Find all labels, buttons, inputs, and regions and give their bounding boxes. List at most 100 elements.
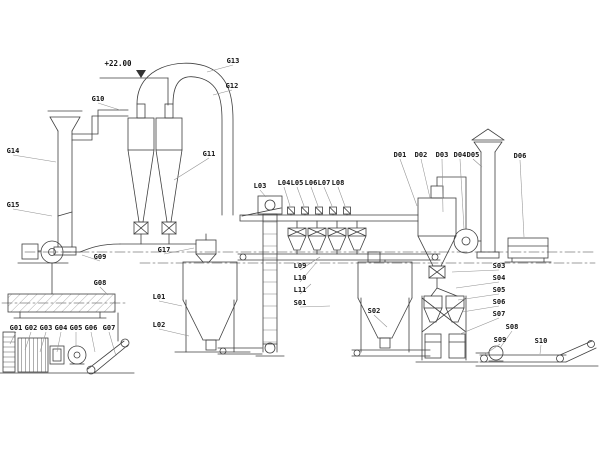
label-L03: L03 bbox=[254, 182, 267, 190]
elevator-head bbox=[257, 195, 283, 215]
support-frame bbox=[421, 295, 467, 361]
leader-D04 bbox=[459, 158, 465, 230]
classifier-row bbox=[237, 220, 441, 263]
label-L10: L10 bbox=[294, 274, 307, 282]
elevation-marker bbox=[99, 70, 169, 106]
leader-S10 bbox=[539, 344, 542, 355]
foundation-box bbox=[504, 237, 552, 263]
hopper-2-discharge-valve bbox=[379, 337, 391, 349]
leader-G13 bbox=[206, 64, 234, 73]
leader-G10 bbox=[97, 102, 121, 111]
label-S10: S10 bbox=[535, 337, 548, 345]
exhaust-stack-right bbox=[471, 128, 505, 259]
cyclone-a-cone bbox=[127, 149, 155, 223]
hopper-1-legs bbox=[185, 299, 235, 353]
weigh-bin-1 bbox=[423, 295, 443, 309]
leader-G08 bbox=[99, 286, 109, 296]
leader-L05 bbox=[296, 186, 305, 207]
label-G07: G07 bbox=[103, 324, 116, 332]
label-L11: L11 bbox=[294, 286, 307, 294]
furnace-area bbox=[0, 312, 135, 375]
hopper-1-screw-conveyor bbox=[217, 347, 263, 355]
label-G02: G02 bbox=[25, 324, 38, 332]
bagging-station bbox=[415, 265, 479, 363]
label-D02: D02 bbox=[415, 151, 428, 159]
leader-G14 bbox=[12, 154, 57, 163]
leader-L07 bbox=[323, 186, 333, 207]
line-art bbox=[0, 62, 599, 375]
label-D06: D06 bbox=[514, 152, 527, 160]
cyclone-a-dip-tube bbox=[136, 103, 146, 119]
stack-duct bbox=[71, 109, 129, 141]
leader-L04 bbox=[283, 186, 291, 207]
classifier-3 bbox=[327, 220, 347, 255]
bagging-machine-2 bbox=[448, 333, 466, 359]
exhaust-stack-left bbox=[47, 110, 83, 256]
elevation-marker-text: +22.00 bbox=[104, 59, 132, 68]
label-D05: D05 bbox=[467, 151, 480, 159]
product-cyclone bbox=[417, 176, 467, 267]
leader-L10 bbox=[299, 262, 317, 283]
exhaust-fan bbox=[453, 228, 482, 254]
label-S07: S07 bbox=[493, 310, 506, 318]
classifier-1 bbox=[287, 220, 307, 255]
inclined-feeder bbox=[87, 340, 129, 374]
furnace-stack bbox=[2, 331, 16, 373]
left-drying-section bbox=[0, 62, 234, 375]
classifier-4 bbox=[347, 220, 367, 255]
leader-D01 bbox=[399, 158, 418, 207]
stack-damper bbox=[57, 211, 73, 217]
label-G04: G04 bbox=[55, 324, 68, 332]
leader-G04 bbox=[56, 331, 62, 353]
label-S05: S05 bbox=[493, 286, 506, 294]
label-S03: S03 bbox=[493, 262, 506, 270]
exhaust-fan-icon bbox=[453, 228, 479, 254]
label-D01: D01 bbox=[394, 151, 407, 159]
leader-S07 bbox=[459, 317, 500, 335]
fan-motor bbox=[21, 243, 39, 260]
label-G12: G12 bbox=[226, 82, 239, 90]
furnace bbox=[17, 337, 49, 373]
product-cyclone-dip-tube bbox=[430, 185, 444, 199]
hopper-1-discharge-valve bbox=[205, 339, 217, 351]
hopper-2-legs bbox=[360, 297, 410, 353]
stack-rain-cap bbox=[471, 128, 505, 141]
leader-S06 bbox=[461, 305, 500, 313]
leader-S04 bbox=[455, 281, 500, 289]
main-fan bbox=[17, 240, 69, 295]
leader-S08 bbox=[499, 330, 513, 349]
bagging-machine-1 bbox=[424, 333, 442, 359]
leader-L06 bbox=[310, 186, 319, 207]
label-D03: D03 bbox=[436, 151, 449, 159]
diverter-valves bbox=[286, 206, 352, 216]
leader-L09 bbox=[299, 256, 321, 271]
leader-G01 bbox=[9, 331, 17, 345]
splitter-chute bbox=[430, 277, 458, 297]
label-S06: S06 bbox=[493, 298, 506, 306]
leader-S05 bbox=[457, 293, 500, 301]
leader-G11 bbox=[173, 157, 210, 181]
elevator-boot-pulley-icon bbox=[264, 342, 276, 354]
label-G03: G03 bbox=[40, 324, 53, 332]
leader-D02 bbox=[420, 158, 431, 199]
label-G08: G08 bbox=[94, 279, 107, 287]
cyclone-b-dip-tube bbox=[164, 103, 174, 119]
cyclone-b-body bbox=[155, 117, 183, 151]
right-section bbox=[415, 128, 599, 367]
label-L05: L05 bbox=[291, 179, 304, 187]
leader-G12 bbox=[212, 89, 233, 96]
label-G10: G10 bbox=[92, 95, 105, 103]
air-box bbox=[49, 345, 65, 365]
cyclone-b-cone bbox=[155, 149, 183, 223]
leader-D06 bbox=[519, 159, 525, 238]
hopper-1 bbox=[174, 233, 263, 355]
classifier-2 bbox=[307, 220, 327, 255]
leader-D03 bbox=[441, 158, 444, 213]
label-S08: S08 bbox=[506, 323, 519, 331]
blower-icon bbox=[488, 345, 504, 361]
label-G11: G11 bbox=[203, 150, 216, 158]
leader-G07 bbox=[108, 331, 117, 357]
